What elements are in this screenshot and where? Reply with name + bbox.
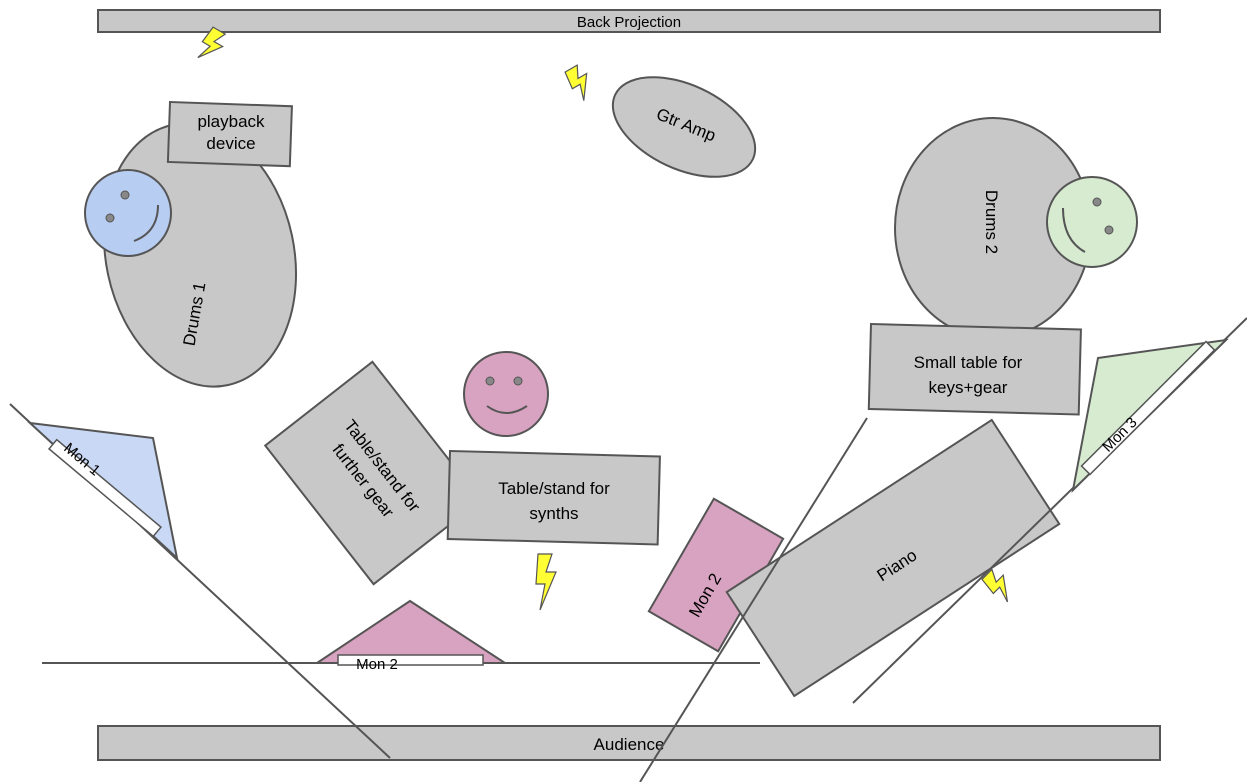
smiley-face-icon (463, 351, 549, 437)
monitor-2-front: Mon 2 (313, 599, 509, 673)
drums-2: Drums 2 (894, 117, 1092, 339)
audience-bar: Audience (97, 725, 1161, 761)
small-table-label-1: Small table for (914, 353, 1023, 372)
lightning-bolt-icon (564, 64, 588, 101)
lightning-bolt-icon (197, 26, 227, 59)
table-further-gear: Table/stand for further gear (263, 360, 483, 586)
playback-device-label-2: device (206, 134, 255, 153)
monitor-1: Mon 1 (27, 421, 179, 561)
back-projection-label: Back Projection (577, 14, 681, 31)
guitar-amp: Gtr Amp (611, 76, 757, 178)
playback-device-label-1: playback (197, 112, 265, 131)
smiley-face-icon (84, 169, 172, 257)
audience-label: Audience (594, 735, 665, 754)
lightning-bolt-icon (535, 553, 557, 611)
table-synths: Table/stand for synths (446, 449, 661, 546)
drums-2-label: Drums 2 (982, 190, 1001, 254)
back-projection-bar: Back Projection (97, 9, 1161, 33)
monitor-2-front-label: Mon 2 (356, 656, 398, 673)
playback-device: playback device (166, 100, 293, 168)
smiley-face-icon (1046, 176, 1138, 268)
monitor-3: Mon 3 (1071, 338, 1229, 493)
table-synths-label-2: synths (529, 504, 578, 523)
piano: Piano (725, 418, 1061, 698)
small-table-keys: Small table for keys+gear (867, 322, 1082, 416)
small-table-label-2: keys+gear (929, 378, 1008, 397)
lightning-bolt-icon (981, 568, 1009, 603)
table-synths-label-1: Table/stand for (498, 479, 610, 498)
